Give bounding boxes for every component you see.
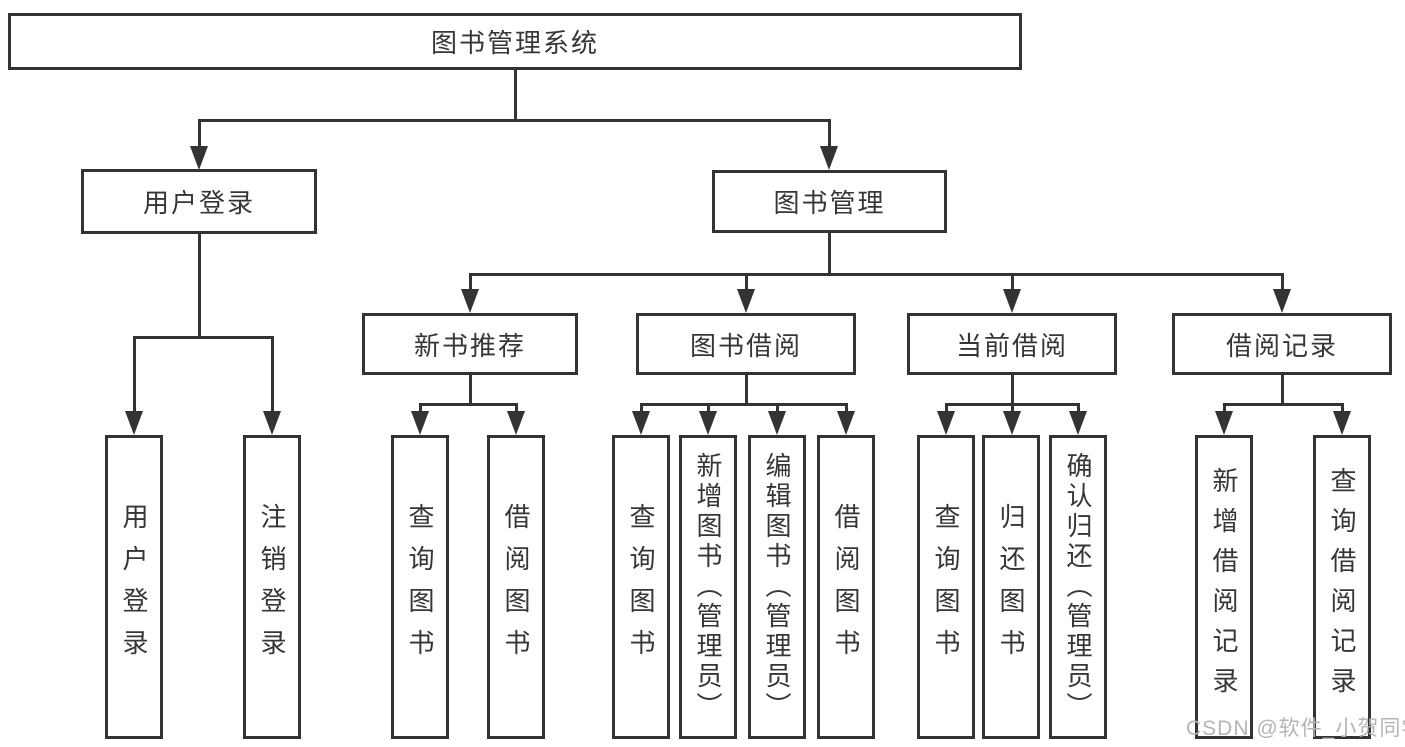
connector-line — [133, 336, 274, 339]
arrow-down-icon — [125, 411, 143, 435]
arrow-down-icon — [699, 411, 717, 435]
connector-line — [828, 233, 831, 275]
node-borrowing-records: 借阅记录 — [1172, 313, 1392, 375]
connector-line — [828, 119, 831, 151]
node-label: 借阅图书 — [501, 503, 531, 671]
node-label: 用户登录 — [142, 188, 255, 218]
connector-line — [640, 403, 847, 406]
node-label: 编辑图书（管理员） — [762, 452, 792, 722]
connector-line — [1011, 403, 1014, 415]
leaf-query-books-current: 查询图书 — [917, 435, 975, 739]
leaf-logout: 注销登录 — [243, 435, 301, 739]
connector-line — [1011, 375, 1014, 405]
node-user-login: 用户登录 — [81, 169, 317, 234]
connector-line — [198, 119, 201, 151]
connector-line — [1077, 403, 1080, 415]
arrow-down-icon — [937, 411, 955, 435]
connector-line — [271, 336, 274, 416]
node-label: 图书借阅 — [689, 330, 802, 361]
node-label: 借阅记录 — [1225, 330, 1338, 361]
connector-line — [419, 403, 422, 415]
arrow-down-icon — [1273, 289, 1291, 313]
arrow-down-icon — [768, 411, 786, 435]
connector-line — [1223, 403, 1344, 406]
arrow-down-icon — [1003, 411, 1021, 435]
arrow-down-icon — [820, 146, 838, 170]
node-label: 查询图书 — [931, 503, 961, 671]
node-label: 当前借阅 — [955, 330, 1068, 361]
connector-line — [1223, 403, 1226, 415]
connector-line — [469, 273, 472, 293]
connector-line — [707, 403, 710, 415]
arrow-down-icon — [1215, 411, 1233, 435]
node-label: 新增图书（管理员） — [693, 452, 723, 722]
leaf-query-books-recommend: 查询图书 — [391, 435, 449, 739]
leaf-return-books: 归还图书 — [982, 435, 1040, 739]
node-label: 图书管理系统 — [430, 28, 599, 58]
connector-line — [469, 273, 1283, 276]
leaf-query-books-borrowing: 查询图书 — [612, 435, 670, 739]
connector-line — [745, 375, 748, 405]
connector-line — [419, 403, 518, 406]
csdn-watermark: CSDN @软件_小贺同学 — [1186, 717, 1405, 740]
node-label: 新增借阅记录 — [1209, 467, 1239, 707]
leaf-add-borrow-record: 新增借阅记录 — [1195, 435, 1253, 739]
leaf-confirm-return-admin: 确认归还（管理员） — [1049, 435, 1107, 739]
connector-line — [1011, 273, 1014, 293]
connector-line — [133, 336, 136, 416]
connector-line — [515, 403, 518, 415]
leaf-borrow-books-borrowing: 借阅图书 — [817, 435, 875, 739]
node-label: 确认归还（管理员） — [1063, 452, 1093, 722]
arrow-down-icon — [507, 411, 525, 435]
leaf-add-books-admin: 新增图书（管理员） — [679, 435, 737, 739]
node-label: 查询图书 — [405, 503, 435, 671]
arrow-down-icon — [190, 146, 208, 170]
arrow-down-icon — [1003, 289, 1021, 313]
node-label: 借阅图书 — [831, 503, 861, 671]
arrow-down-icon — [837, 411, 855, 435]
connector-line — [1281, 273, 1284, 293]
connector-line — [776, 403, 779, 415]
leaf-borrow-books-recommend: 借阅图书 — [487, 435, 545, 739]
connector-line — [514, 70, 517, 119]
node-label: 用户登录 — [119, 503, 149, 671]
leaf-user-login: 用户登录 — [105, 435, 163, 739]
node-label: 查询借阅记录 — [1327, 467, 1357, 707]
arrow-down-icon — [411, 411, 429, 435]
connector-line — [745, 273, 748, 293]
arrow-down-icon — [1069, 411, 1087, 435]
leaf-query-borrow-record: 查询借阅记录 — [1313, 435, 1371, 739]
node-library-management-system: 图书管理系统 — [8, 13, 1022, 70]
node-current-borrowing: 当前借阅 — [907, 313, 1117, 375]
arrow-down-icon — [263, 411, 281, 435]
connector-line — [1281, 375, 1284, 405]
connector-line — [845, 403, 848, 415]
connector-line — [1341, 403, 1344, 415]
arrow-down-icon — [461, 289, 479, 313]
connector-line — [945, 403, 948, 415]
node-new-book-recommend: 新书推荐 — [362, 313, 578, 375]
node-label: 图书管理 — [773, 188, 886, 218]
connector-line — [640, 403, 643, 415]
node-label: 注销登录 — [257, 503, 287, 671]
connector-line — [198, 234, 201, 338]
arrow-down-icon — [737, 289, 755, 313]
node-book-management: 图书管理 — [712, 170, 947, 233]
node-label: 新书推荐 — [413, 330, 526, 361]
arrow-down-icon — [632, 411, 650, 435]
node-label: 归还图书 — [996, 503, 1026, 671]
node-book-borrowing: 图书借阅 — [636, 313, 856, 375]
arrow-down-icon — [1333, 411, 1351, 435]
connector-line — [198, 119, 831, 122]
connector-line — [469, 375, 472, 405]
leaf-edit-books-admin: 编辑图书（管理员） — [748, 435, 806, 739]
node-label: 查询图书 — [626, 503, 656, 671]
